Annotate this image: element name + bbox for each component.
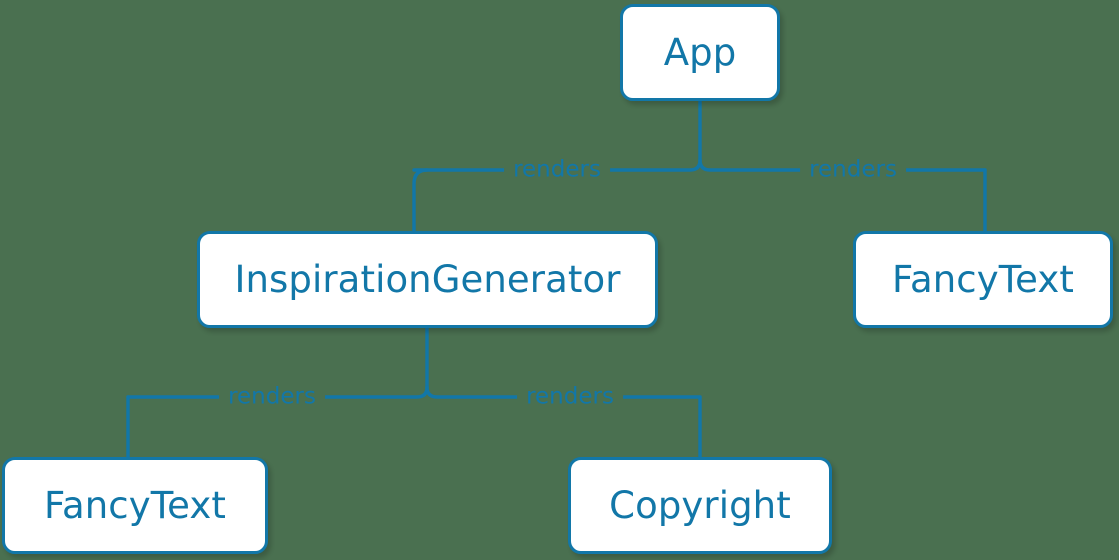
edge-label-app-to-inspirationgenerator: renders — [504, 158, 610, 182]
node-copyright-label: Copyright — [609, 484, 791, 527]
edge-label-inspirationgenerator-to-copyright: renders — [517, 385, 623, 409]
node-copyright[interactable]: Copyright — [568, 457, 832, 554]
node-inspirationgenerator[interactable]: InspirationGenerator — [197, 231, 658, 328]
edge-label-app-to-fancytext: renders — [800, 158, 906, 182]
node-fancytext-right-label: FancyText — [892, 258, 1074, 301]
node-fancytext-bottom[interactable]: FancyText — [2, 457, 268, 554]
edge-label-inspirationgenerator-to-fancytext: renders — [219, 385, 325, 409]
node-app[interactable]: App — [620, 4, 780, 101]
node-app-label: App — [663, 31, 737, 74]
node-fancytext-bottom-label: FancyText — [44, 484, 226, 527]
edge-app-to-inspgen — [412, 168, 429, 233]
node-fancytext-right[interactable]: FancyText — [853, 231, 1113, 328]
node-inspirationgenerator-label: InspirationGenerator — [234, 258, 621, 301]
